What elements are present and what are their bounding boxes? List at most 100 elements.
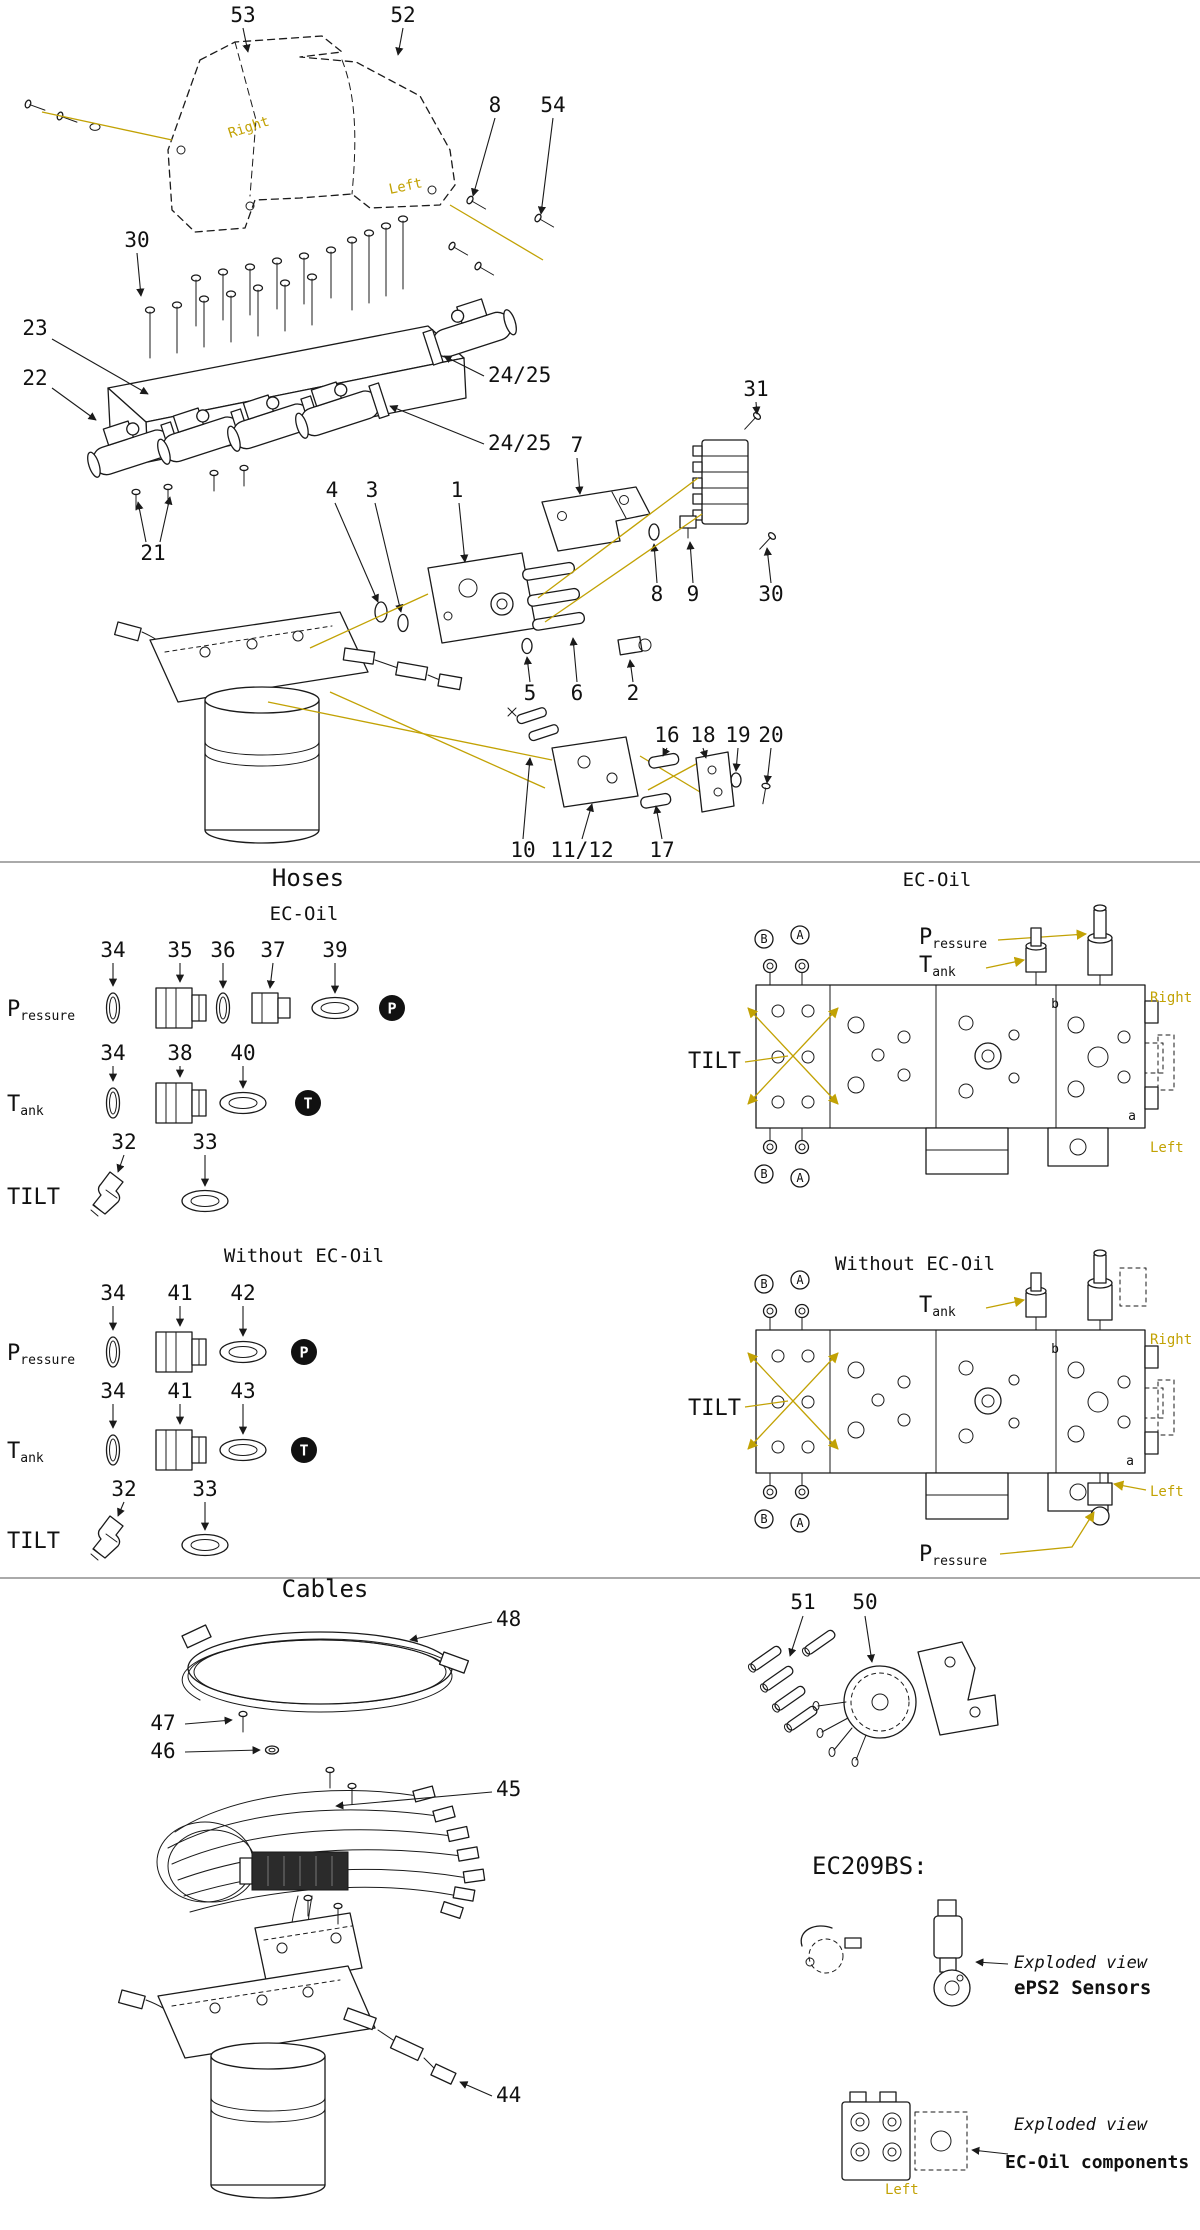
- without-port-a-bottom: A: [796, 1516, 804, 1530]
- callout-4: 4: [326, 478, 339, 502]
- without-pressure-main: P: [919, 1542, 932, 1567]
- callout-7: 7: [571, 433, 584, 457]
- block-11-12: [507, 707, 772, 813]
- callout-34-d: 34: [100, 1379, 125, 1403]
- callout-54: 54: [540, 93, 565, 117]
- callout-16: 16: [654, 723, 679, 747]
- eps2-sensors: [800, 1899, 971, 2007]
- coiled-cable-48: [181, 1624, 470, 1713]
- tilt-row-2-label: TILT: [7, 1529, 60, 1554]
- callout-8-mid: 8: [651, 582, 664, 606]
- cover-screws-left: [23, 98, 173, 141]
- without-tank-label: Tank: [919, 1293, 956, 1320]
- callout-51: 51: [790, 1590, 815, 1614]
- pressure-badge-letter-2: P: [299, 1344, 308, 1362]
- small-parts-5-6-2: [521, 635, 652, 656]
- filter-assembly: [113, 611, 463, 844]
- without-tank-sub: ank: [932, 1305, 956, 1320]
- cables-section: Cables 48 47 46: [117, 1575, 1189, 2199]
- cables-title: Cables: [282, 1575, 369, 1603]
- without-port-b-bottom: B: [760, 1512, 767, 1526]
- tank-badge-1: T: [295, 1090, 321, 1116]
- valve-manifold: [78, 290, 521, 511]
- callout-45: 45: [496, 1777, 521, 1801]
- callout-10: 10: [510, 838, 535, 862]
- callout-24-25-a: 24/25: [488, 363, 551, 387]
- tank-badge-2: T: [291, 1437, 317, 1463]
- ecoil-tilt-label: TILT: [688, 1049, 741, 1074]
- cover-plate: Right Left: [167, 35, 456, 233]
- callout-20: 20: [758, 723, 783, 747]
- without-pressure-sub: ressure: [932, 1554, 987, 1569]
- callout-44: 44: [496, 2083, 521, 2107]
- callout-41-b: 41: [167, 1379, 192, 1403]
- callout-24-25-b: 24/25: [488, 431, 551, 455]
- hoses-ecoil-heading: EC-Oil: [270, 903, 339, 925]
- callout-19: 19: [725, 723, 750, 747]
- valve-block-1: [374, 552, 586, 644]
- without-port-b-small: b: [1051, 1342, 1059, 1357]
- ecoil-components-block: Left: [841, 2091, 968, 2198]
- callout-34-c: 34: [100, 1281, 125, 1305]
- washer-46: [264, 1745, 280, 1755]
- without-left-label: Left: [1150, 1484, 1184, 1500]
- pressure-badge-2: P: [291, 1339, 317, 1365]
- hoses-right-ecoil-heading: EC-Oil: [903, 869, 972, 891]
- callout-30-mid: 30: [758, 582, 783, 606]
- without-tilt-label: TILT: [688, 1396, 741, 1421]
- ecoil-port-b-small: b: [1051, 997, 1059, 1012]
- callout-53: 53: [230, 3, 255, 27]
- ec209bs-heading: EC209BS:: [812, 1852, 928, 1880]
- tank-row-1-label: Tank: [7, 1092, 44, 1119]
- callout-5: 5: [524, 681, 537, 705]
- without-valve-top-view: B A B A b a: [754, 1249, 1175, 1533]
- ecoil-port-b-bottom: B: [760, 1167, 767, 1181]
- callout-50: 50: [852, 1590, 877, 1614]
- callout-8-top: 8: [489, 93, 502, 117]
- callout-40: 40: [230, 1041, 255, 1065]
- cover-screws-right: [447, 194, 557, 280]
- cover-left-label: Left: [388, 175, 424, 198]
- callout-41-a: 41: [167, 1281, 192, 1305]
- bracket-7: [541, 486, 651, 552]
- ecoil-components-label: EC-Oil components: [1005, 2152, 1189, 2173]
- callout-2: 2: [627, 681, 640, 705]
- callout-36: 36: [210, 938, 235, 962]
- ecoil-exploded-view-label: Exploded view: [1014, 2115, 1148, 2135]
- callout-21: 21: [140, 541, 165, 565]
- filter-assembly-cables: [117, 1965, 457, 2199]
- pressure-main-2: P: [7, 1341, 20, 1366]
- cover-right-label: Right: [226, 114, 271, 142]
- tilt-row-1-label: TILT: [7, 1185, 60, 1210]
- pressure-row-1-label: Pressure: [7, 997, 75, 1024]
- without-tank-main: T: [919, 1293, 932, 1318]
- callout-1: 1: [451, 478, 464, 502]
- ecoil-pressure-label: Pressure: [919, 925, 987, 952]
- cable-harness-45: [156, 1785, 486, 1959]
- callout-33-a: 33: [192, 1130, 217, 1154]
- callout-6: 6: [571, 681, 584, 705]
- without-port-b-top: B: [760, 1277, 767, 1291]
- hoses-title: Hoses: [272, 864, 344, 892]
- callout-52: 52: [390, 3, 415, 27]
- eps2-exploded-view-label: Exploded view: [1014, 1953, 1148, 1973]
- callout-38: 38: [167, 1041, 192, 1065]
- ecoil-components-left-label: Left: [885, 2182, 919, 2198]
- callout-23: 23: [22, 316, 47, 340]
- pressure-row-2-label: Pressure: [7, 1341, 75, 1368]
- ecoil-pressure-main: P: [919, 925, 932, 950]
- ecoil-valve-top-view: B A B A b a: [754, 904, 1175, 1188]
- callout-42: 42: [230, 1281, 255, 1305]
- callout-37: 37: [260, 938, 285, 962]
- pressure-main: P: [7, 997, 20, 1022]
- callout-43: 43: [230, 1379, 255, 1403]
- eps2-sensors-label: ePS2 Sensors: [1014, 1977, 1151, 1999]
- ecoil-tank-label: Tank: [919, 953, 956, 980]
- hoses-right-without-heading: Without EC-Oil: [835, 1253, 995, 1275]
- small-parts-8-9-30: [648, 515, 778, 553]
- without-port-a-top: A: [796, 1273, 804, 1287]
- hoses-without-heading: Without EC-Oil: [224, 1245, 384, 1267]
- tank-row-2-label: Tank: [7, 1439, 44, 1466]
